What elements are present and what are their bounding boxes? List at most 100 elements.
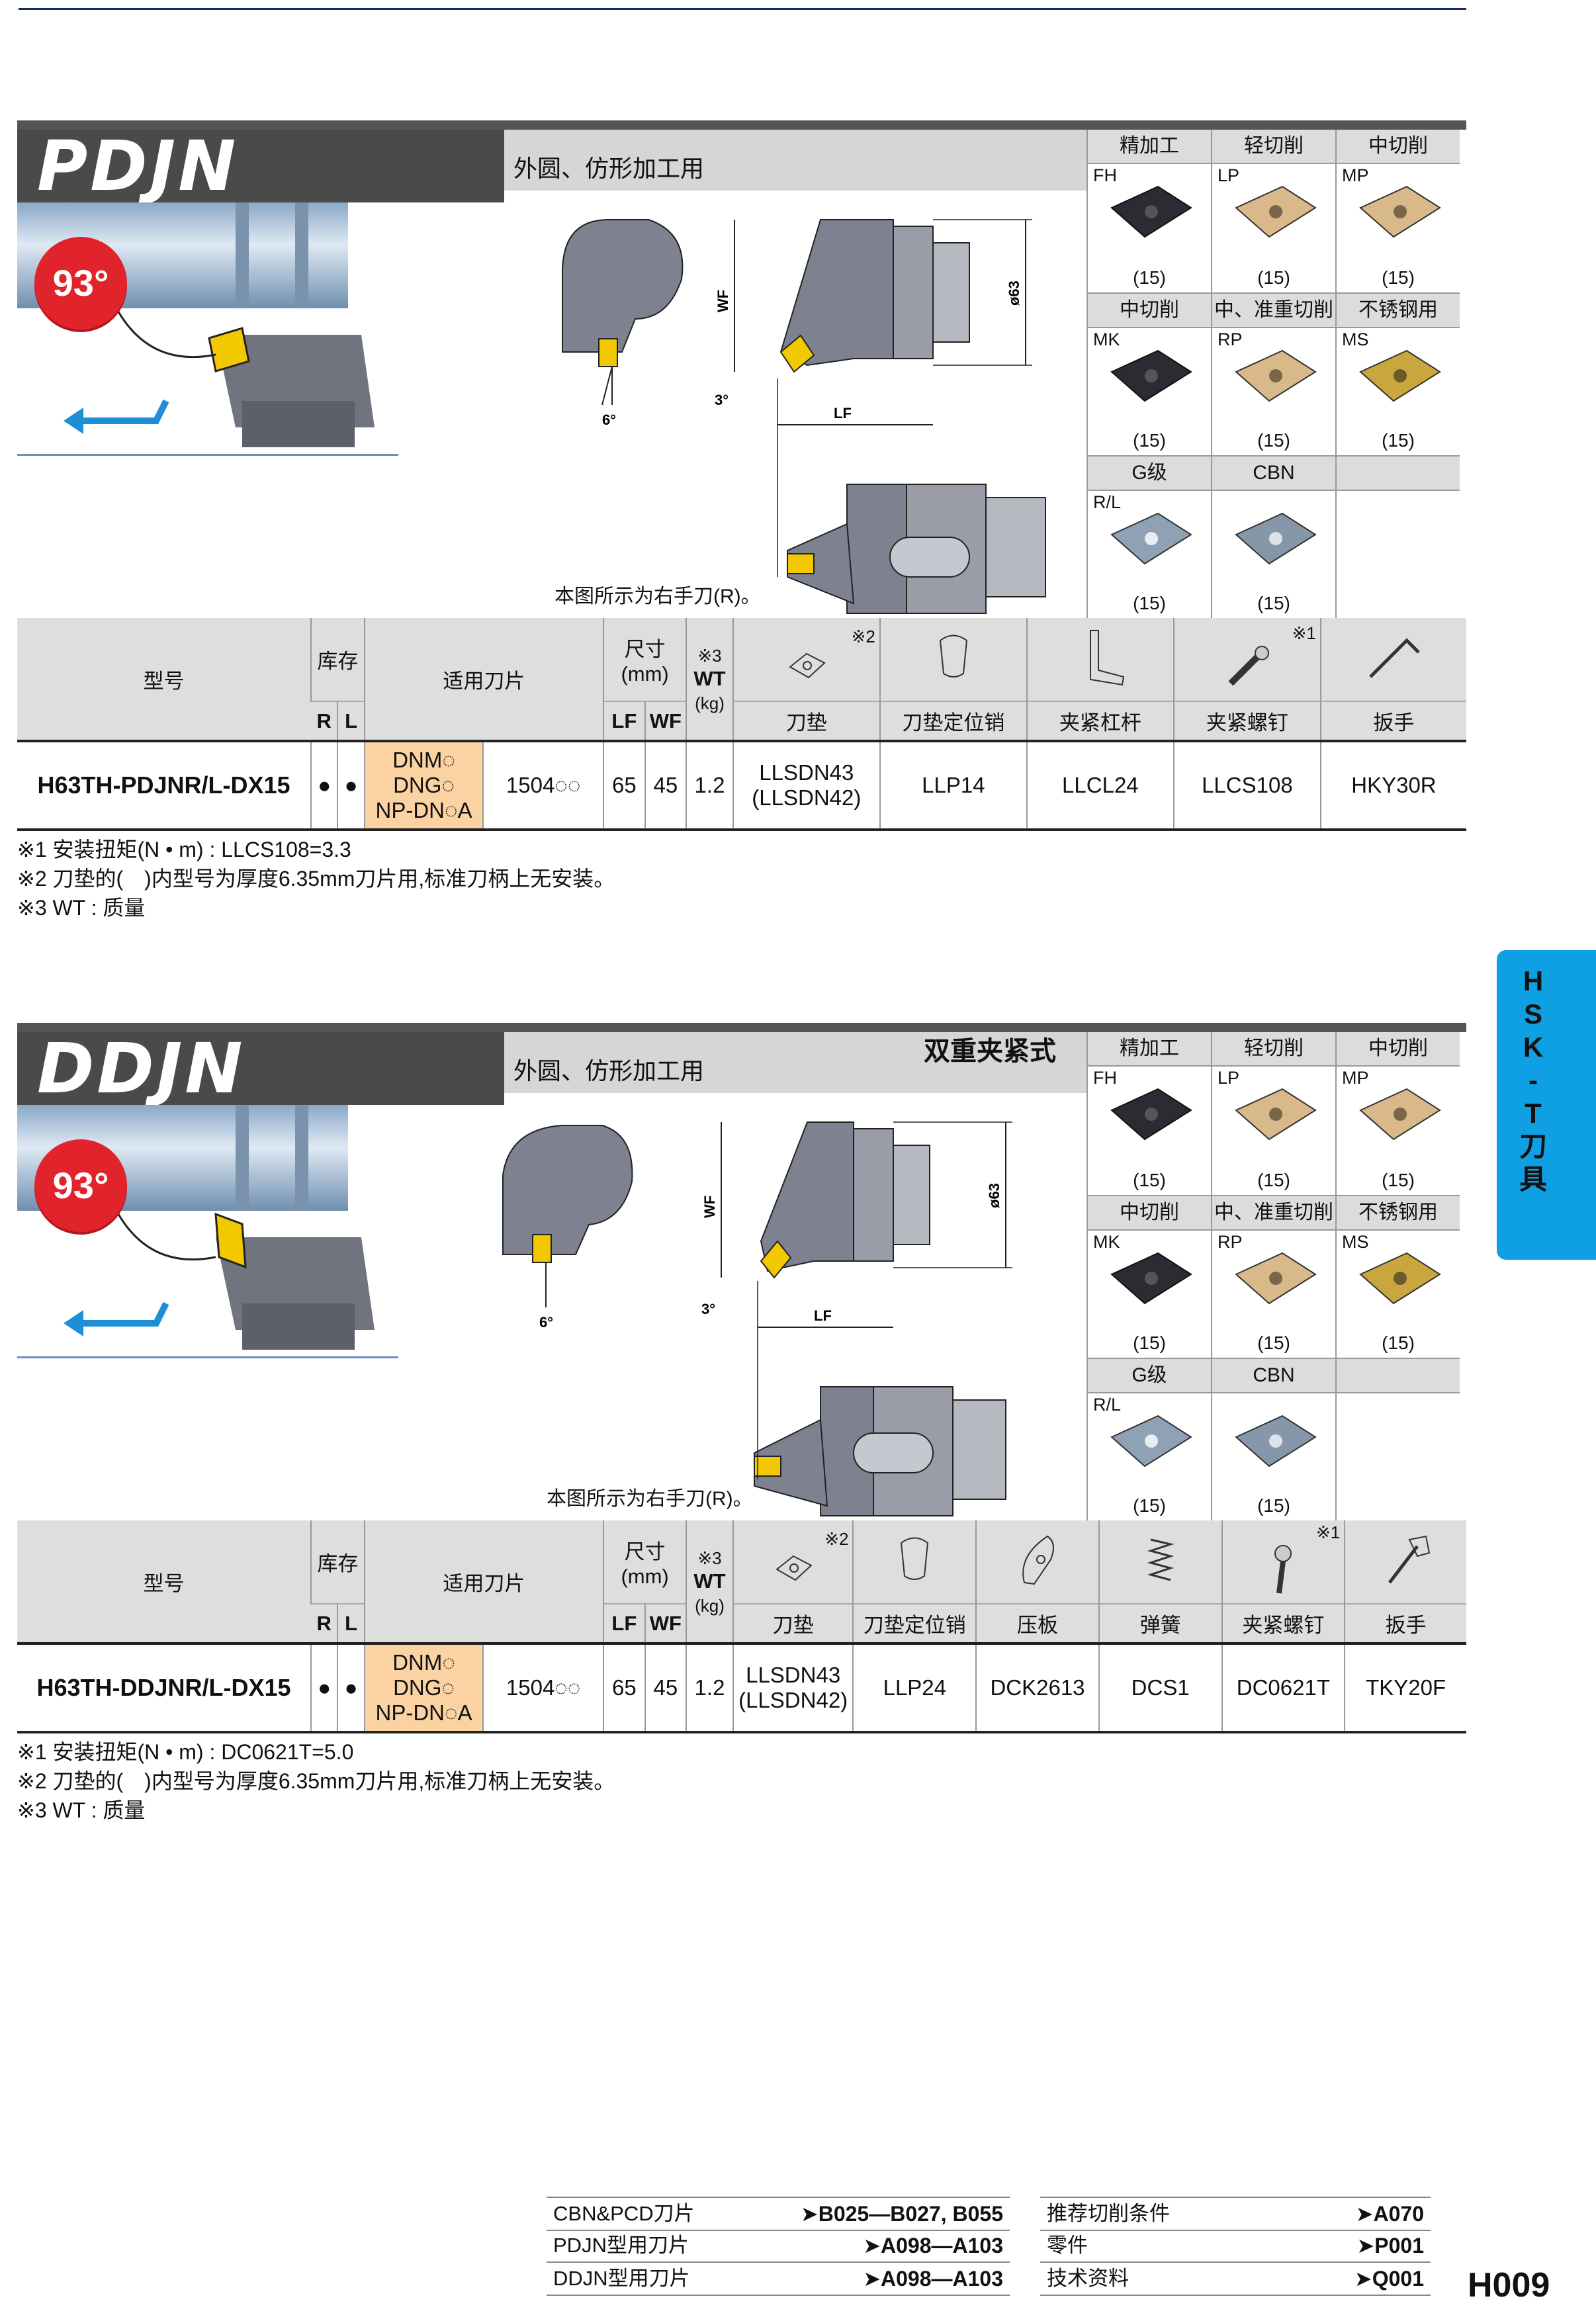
pad-value: LLSDN43(LLSDN42) xyxy=(732,740,880,831)
subtitle-band xyxy=(504,130,1086,191)
header-lf: LF xyxy=(603,1603,645,1643)
subtitle-double-clamp: 双重夹紧式 xyxy=(924,1037,1056,1066)
insert-category: 精加工 xyxy=(1088,130,1211,164)
insert-type: NP-DN◌A xyxy=(375,798,472,822)
wt-value: 1.2 xyxy=(686,1642,733,1733)
insert-cell[interactable]: 不锈钢用 MS (15) xyxy=(1335,1195,1460,1358)
insert-cell[interactable]: 轻切削 LP (15) xyxy=(1211,1032,1335,1195)
part-value: LLP14 xyxy=(879,740,1027,831)
footer-link-label: 零件 xyxy=(1047,2234,1088,2257)
insert-cell[interactable]: 中、准重切削 RP (15) xyxy=(1211,1195,1335,1358)
pad-value: LLSDN43(LLSDN42) xyxy=(732,1642,854,1733)
part-value: TKY20F xyxy=(1344,1642,1466,1733)
insert-cell[interactable]: 精加工 FH (15) xyxy=(1086,1032,1211,1195)
part-icon-screw: ※1 xyxy=(1221,1520,1345,1604)
footer-link-ref: ➤A070 xyxy=(1355,2202,1424,2226)
insert-cell[interactable]: 中切削 MP (15) xyxy=(1335,130,1460,292)
insert-image xyxy=(1110,1252,1192,1305)
insert-category: 中切削 xyxy=(1337,1032,1460,1067)
notes: ※1 安装扭矩(N • m) : DC0621T=5.0 ※2 刀垫的( )内型… xyxy=(17,1737,615,1825)
insert-cell[interactable]: G级 R/L (15) xyxy=(1086,1358,1211,1520)
insert-category: G级 xyxy=(1088,457,1211,491)
title-rule xyxy=(17,120,1466,130)
title-rule xyxy=(17,1023,1466,1032)
top-rule xyxy=(19,8,1466,10)
title-block: DDJN xyxy=(17,1032,504,1105)
angle-3: 3° xyxy=(701,1301,715,1317)
section-pdjn: PDJN 外圆、仿形加工用 93° 6° xyxy=(0,120,1596,981)
clamp-icon xyxy=(1022,1535,1054,1585)
part-icon-lever xyxy=(1026,618,1174,701)
footer-link-ref: ➤B025—B027, B055 xyxy=(800,2202,1003,2226)
insert-image xyxy=(1235,1415,1317,1467)
insert-cell[interactable]: 中切削 MP (15) xyxy=(1335,1032,1460,1195)
header-stock-l: L xyxy=(337,1603,365,1643)
header-wf: WF xyxy=(644,1603,687,1643)
insert-cell[interactable]: 不锈钢用 MS (15) xyxy=(1335,292,1460,455)
insert-cell[interactable]: 精加工 FH (15) xyxy=(1086,130,1211,292)
insert-cell-empty xyxy=(1335,1358,1460,1520)
header-stock-r: R xyxy=(311,1603,338,1643)
insert-size-code: 1504◌◌ xyxy=(482,740,604,831)
angle-6: 6° xyxy=(602,412,616,428)
insert-image xyxy=(1235,512,1317,565)
footer-link-ref: ➤A098—A103 xyxy=(863,2234,1003,2257)
footer-link[interactable]: 技术资料 ➤Q001 xyxy=(1040,2263,1431,2296)
table-row[interactable]: H63TH-DDJNR/L-DX15 ● ● DNM◌DNG◌NP-DN◌A 1… xyxy=(17,1642,1466,1733)
part-mark: ※1 xyxy=(1292,623,1316,643)
table-row[interactable]: H63TH-PDJNR/L-DX15 ● ● DNM◌DNG◌NP-DN◌A 1… xyxy=(17,740,1466,831)
header-stock: 库存 xyxy=(310,1520,365,1604)
insert-code: LP xyxy=(1218,165,1240,185)
header-stock-l: L xyxy=(337,701,365,741)
insert-cell[interactable]: 中切削 MK (15) xyxy=(1086,1195,1211,1358)
insert-count: (15) xyxy=(1133,1495,1166,1516)
part-value: DC0621T xyxy=(1221,1642,1345,1733)
stock-l: ● xyxy=(337,1642,365,1733)
spring-icon xyxy=(1147,1538,1175,1581)
insert-category xyxy=(1337,457,1460,491)
insert-code: R/L xyxy=(1093,1395,1122,1415)
shim-icon xyxy=(775,1555,813,1581)
part-name: 扳手 xyxy=(1319,701,1466,741)
pad-code: LLSDN43 xyxy=(746,1663,841,1687)
footer-link[interactable]: 零件 ➤P001 xyxy=(1040,2230,1431,2263)
stock-r: ● xyxy=(310,740,338,831)
footer-link[interactable]: PDJN型用刀片 ➤A098—A103 xyxy=(547,2230,1010,2263)
insert-count: (15) xyxy=(1382,1170,1415,1190)
insert-type: DNG◌ xyxy=(393,1675,455,1700)
part-icon-pin xyxy=(879,618,1027,701)
part-value: DCK2613 xyxy=(975,1642,1099,1733)
model-number: H63TH-PDJNR/L-DX15 xyxy=(17,740,312,831)
insert-cell[interactable]: CBN (15) xyxy=(1211,1358,1335,1520)
insert-image xyxy=(1359,1252,1441,1305)
pad-code: LLSDN43 xyxy=(759,760,854,785)
insert-cell[interactable]: G级 R/L (15) xyxy=(1086,455,1211,618)
caption: 本图所示为右手刀(R)。 xyxy=(547,1488,753,1510)
footer-link[interactable]: DDJN型用刀片 ➤A098—A103 xyxy=(547,2263,1010,2296)
part-name: 刀垫 xyxy=(732,1603,854,1643)
dim-wf: WF xyxy=(701,1196,718,1218)
part-name: 弹簧 xyxy=(1098,1603,1222,1643)
insert-cell[interactable]: 中、准重切削 RP (15) xyxy=(1211,292,1335,455)
header-insert: 适用刀片 xyxy=(363,618,604,741)
insert-image xyxy=(1110,185,1192,238)
note: ※3 WT : 质量 xyxy=(17,896,146,920)
dim-lf: LF xyxy=(814,1307,832,1324)
technical-drawing: 6° ø63 WF 3° LF xyxy=(502,1121,1012,1516)
part-name: 压板 xyxy=(975,1603,1099,1643)
insert-cell[interactable]: 轻切削 LP (15) xyxy=(1211,130,1335,292)
insert-cell[interactable]: CBN (15) xyxy=(1211,455,1335,618)
insert-cell[interactable]: 中切削 MK (15) xyxy=(1086,292,1211,455)
insert-image xyxy=(1235,1252,1317,1305)
part-name: 夹紧杠杆 xyxy=(1026,701,1174,741)
footer-link[interactable]: CBN&PCD刀片 ➤B025—B027, B055 xyxy=(547,2197,1010,2231)
dim-d63: ø63 xyxy=(986,1183,1002,1208)
part-icon-spring xyxy=(1098,1520,1222,1604)
footer-link[interactable]: 推荐切削条件 ➤A070 xyxy=(1040,2197,1431,2231)
model-number: H63TH-DDJNR/L-DX15 xyxy=(17,1642,312,1733)
insert-category: CBN xyxy=(1212,1359,1335,1393)
wrench-icon xyxy=(1388,1535,1430,1584)
